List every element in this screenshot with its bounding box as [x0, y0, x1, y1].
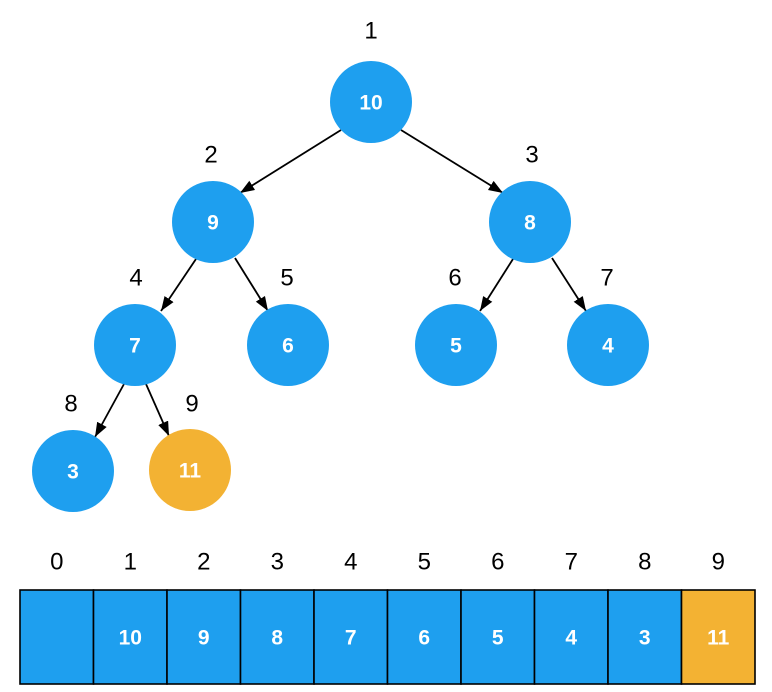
array-cell-value-6: 5 — [492, 627, 504, 650]
array-cell-value-9: 11 — [707, 627, 730, 650]
node-circle-7 — [567, 304, 649, 386]
binary-heap-tree: 1 10 2 9 3 8 4 7 5 6 6 5 7 4 8 3 9 11 — [32, 18, 649, 512]
tree-node-3[interactable]: 8 — [489, 181, 571, 263]
tree-edge-2-to-5 — [234, 257, 269, 312]
array-cell-9[interactable] — [680, 589, 756, 685]
array-cell-1[interactable] — [92, 589, 168, 685]
tree-edge-4-to-8 — [94, 383, 125, 438]
node-index-label-1: 1 — [364, 18, 377, 45]
array-cell-value-3: 8 — [271, 627, 283, 650]
array-index-label-0: 0 — [50, 549, 63, 576]
node-index-label-8: 8 — [64, 391, 77, 418]
node-index-label-6: 6 — [448, 265, 461, 292]
heap-array-representation: 0 10 1 9 2 8 3 7 4 6 5 5 6 4 7 3 8 11 9 — [19, 549, 756, 685]
array-cell-value-5: 6 — [418, 627, 430, 650]
tree-node-8[interactable]: 3 — [32, 430, 114, 512]
array-cell-8[interactable] — [607, 589, 683, 685]
node-circle-4 — [94, 304, 176, 386]
node-index-label-7: 7 — [600, 265, 613, 292]
array-cell-5[interactable] — [386, 589, 462, 685]
tree-node-5[interactable]: 6 — [247, 304, 329, 386]
node-index-label-5: 5 — [280, 265, 293, 292]
tree-edge-1-to-2 — [239, 129, 342, 194]
node-circle-1 — [330, 61, 412, 143]
array-index-label-2: 2 — [197, 549, 210, 576]
node-value-2: 9 — [207, 212, 219, 235]
tree-node-9[interactable]: 11 — [149, 429, 231, 511]
array-index-label-4: 4 — [344, 549, 357, 576]
array-cell-value-7: 4 — [565, 627, 577, 650]
node-index-label-9: 9 — [185, 391, 198, 418]
array-cell-value-2: 9 — [198, 627, 210, 650]
tree-edge-1-to-3 — [400, 129, 504, 194]
array-index-label-9: 9 — [712, 549, 725, 576]
node-circle-6 — [415, 304, 497, 386]
array-index-label-6: 6 — [491, 549, 504, 576]
node-circle-2 — [172, 181, 254, 263]
array-index-label-3: 3 — [271, 549, 284, 576]
array-cell-0[interactable] — [19, 589, 95, 685]
node-value-7: 4 — [602, 335, 614, 358]
array-index-label-5: 5 — [418, 549, 431, 576]
node-value-6: 5 — [450, 335, 462, 358]
array-index-label-7: 7 — [565, 549, 578, 576]
tree-node-6[interactable]: 5 — [415, 304, 497, 386]
tree-node-4[interactable]: 7 — [94, 304, 176, 386]
array-cell-value-8: 3 — [639, 627, 651, 650]
node-circle-8 — [32, 430, 114, 512]
array-cell-7[interactable] — [533, 589, 609, 685]
node-index-label-3: 3 — [525, 142, 538, 169]
tree-edge-3-to-7 — [551, 257, 587, 312]
tree-edges — [94, 129, 587, 438]
node-index-label-2: 2 — [204, 142, 217, 169]
array-cell-value-4: 7 — [345, 627, 357, 650]
tree-node-7[interactable]: 4 — [567, 304, 649, 386]
node-circle-9 — [149, 429, 231, 511]
tree-edge-3-to-6 — [479, 258, 514, 312]
node-value-9: 11 — [179, 460, 202, 483]
node-circle-3 — [489, 181, 571, 263]
node-value-1: 10 — [359, 92, 382, 115]
array-index-label-8: 8 — [638, 549, 651, 576]
tree-node-1[interactable]: 10 — [330, 61, 412, 143]
tree-edge-2-to-4 — [160, 258, 197, 312]
tree-edge-4-to-9 — [145, 383, 170, 437]
node-value-4: 7 — [129, 335, 141, 358]
node-circle-5 — [247, 304, 329, 386]
array-index-label-1: 1 — [124, 549, 137, 576]
tree-nodes: 1 10 2 9 3 8 4 7 5 6 6 5 7 4 8 3 9 11 — [32, 18, 649, 512]
node-value-5: 6 — [282, 335, 294, 358]
array-cell-value-1: 10 — [119, 627, 142, 650]
tree-node-2[interactable]: 9 — [172, 181, 254, 263]
node-index-label-4: 4 — [129, 265, 142, 292]
array-cell-3[interactable] — [239, 589, 315, 685]
node-value-3: 8 — [524, 212, 536, 235]
node-value-8: 3 — [67, 461, 79, 484]
